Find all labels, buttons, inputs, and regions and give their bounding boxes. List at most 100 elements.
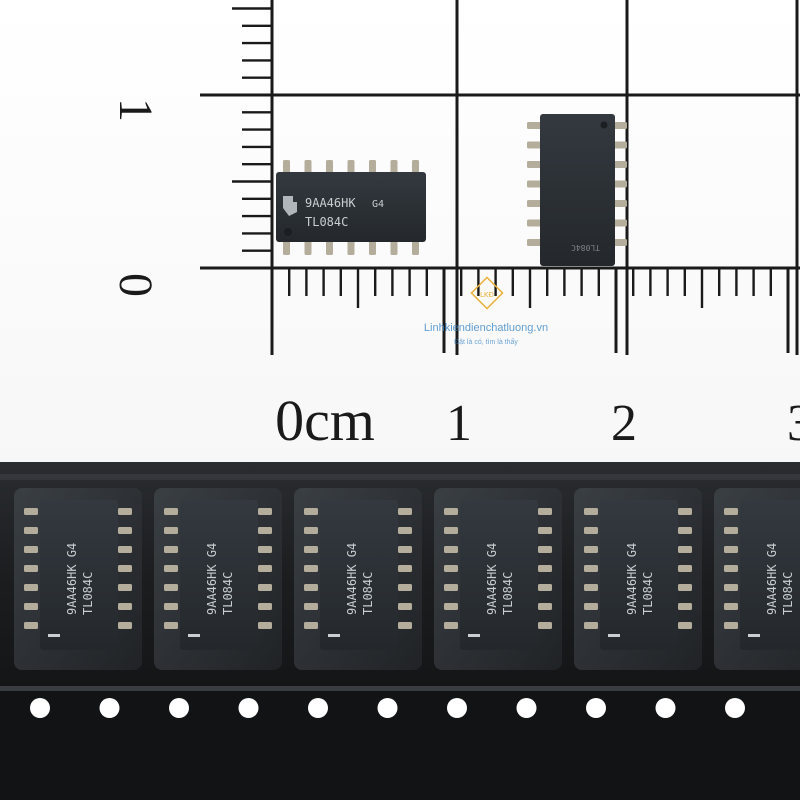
watermark-tagline: Đặt là có, tìm là thấy xyxy=(454,337,518,346)
chip-pin xyxy=(398,546,412,553)
chip-pin xyxy=(304,240,312,255)
chip-pin xyxy=(398,508,412,515)
pin1-bar xyxy=(608,634,620,637)
chip-pin xyxy=(164,603,178,610)
chip-pin xyxy=(538,565,552,572)
chip-body xyxy=(320,500,398,650)
chip-pin xyxy=(538,508,552,515)
chip-pin xyxy=(118,508,132,515)
tape-chip-line2: TL084C xyxy=(81,572,95,615)
chip-pin xyxy=(444,546,458,553)
chip-pin xyxy=(164,565,178,572)
chip-pin xyxy=(724,508,738,515)
chip-pin xyxy=(258,565,272,572)
chip-pin xyxy=(258,508,272,515)
chip-vertical-marking: TL084C xyxy=(571,243,600,252)
chip-pin xyxy=(118,565,132,572)
chip-pin xyxy=(584,546,598,553)
watermark-logo-text: LKĐ xyxy=(480,291,494,299)
chip-body xyxy=(180,500,258,650)
chip-pin xyxy=(164,584,178,591)
sprocket-hole xyxy=(377,698,398,718)
sprocket-hole xyxy=(447,698,467,718)
sprocket-hole xyxy=(308,698,328,718)
chip-pin xyxy=(118,546,132,553)
chip-pin xyxy=(724,527,738,534)
chip-pin xyxy=(724,622,738,629)
chip-body xyxy=(740,500,800,650)
chip-pin xyxy=(24,584,38,591)
chip-pin xyxy=(326,240,333,255)
chip-pin xyxy=(678,603,692,610)
chip-pin xyxy=(118,584,132,591)
chip-pin xyxy=(24,603,38,610)
sprocket-hole xyxy=(99,698,120,718)
chip-pin xyxy=(164,546,178,553)
chip-pin xyxy=(304,622,318,629)
tape-chip-line2: TL084C xyxy=(361,572,375,615)
pin1-bar xyxy=(328,634,340,637)
sprocket-hole xyxy=(169,698,189,718)
chip-pin xyxy=(527,122,543,129)
chip-pin xyxy=(164,508,178,515)
pin1-bar xyxy=(48,634,60,637)
chip-pin xyxy=(584,584,598,591)
chip-pin xyxy=(398,603,412,610)
chip-pin xyxy=(678,546,692,553)
watermark: LKĐ Linhkiendienchatluong.vn Đặt là có, … xyxy=(424,276,548,346)
soic14-chip-vertical xyxy=(527,114,627,266)
chip-pin xyxy=(390,240,398,255)
chip-pin xyxy=(584,527,598,534)
chip-pin xyxy=(584,565,598,572)
chip-pin xyxy=(398,565,412,572)
chip-body xyxy=(40,500,118,650)
chip-pin xyxy=(527,141,543,149)
chip-pin xyxy=(304,565,318,572)
chip-pin xyxy=(538,527,552,534)
tape-chip-line2: TL084C xyxy=(221,572,235,615)
tape-chip-line2: TL084C xyxy=(781,572,795,615)
pin1-bar xyxy=(468,634,480,637)
chip-pin xyxy=(527,200,543,207)
chip-pin xyxy=(412,240,419,255)
tape-chip-line1: 9AA46HK G4 xyxy=(345,543,359,615)
chip-pin xyxy=(304,603,318,610)
chip-horizontal-line2: TL084C xyxy=(305,215,348,229)
chip-pin xyxy=(369,160,376,175)
chip-pin xyxy=(678,584,692,591)
chip-body xyxy=(276,172,426,242)
chip-pin xyxy=(412,160,419,175)
ruler-label-vertical-0: 0 xyxy=(109,273,162,297)
chip-pin xyxy=(538,603,552,610)
chip-body xyxy=(600,500,678,650)
chip-pin xyxy=(678,527,692,534)
ruler-label-0cm: 0cm xyxy=(275,388,375,453)
pin1-bar xyxy=(188,634,200,637)
chip-pin xyxy=(398,584,412,591)
chip-pin xyxy=(347,240,355,255)
tape-chip-line2: TL084C xyxy=(501,572,515,615)
pin1-dimple xyxy=(284,228,292,236)
chip-pin xyxy=(258,584,272,591)
tape-chip-line1: 9AA46HK G4 xyxy=(65,543,79,615)
chip-pin xyxy=(258,603,272,610)
tape-chip-line1: 9AA46HK G4 xyxy=(625,543,639,615)
chip-pin xyxy=(724,603,738,610)
chip-pin xyxy=(527,239,543,246)
tape-sprocket-strip xyxy=(0,690,800,800)
chip-pin xyxy=(304,546,318,553)
chip-horizontal-line1: 9AA46HK xyxy=(305,196,356,210)
chip-pin xyxy=(444,565,458,572)
chip-pin xyxy=(258,527,272,534)
ruler-label-2: 2 xyxy=(611,395,637,452)
chip-pin xyxy=(724,584,738,591)
chip-pin xyxy=(527,219,543,227)
sprocket-hole xyxy=(238,698,259,718)
watermark-logo-icon: LKĐ xyxy=(470,276,504,310)
chip-pin xyxy=(326,160,333,175)
tape-divider xyxy=(0,686,800,691)
